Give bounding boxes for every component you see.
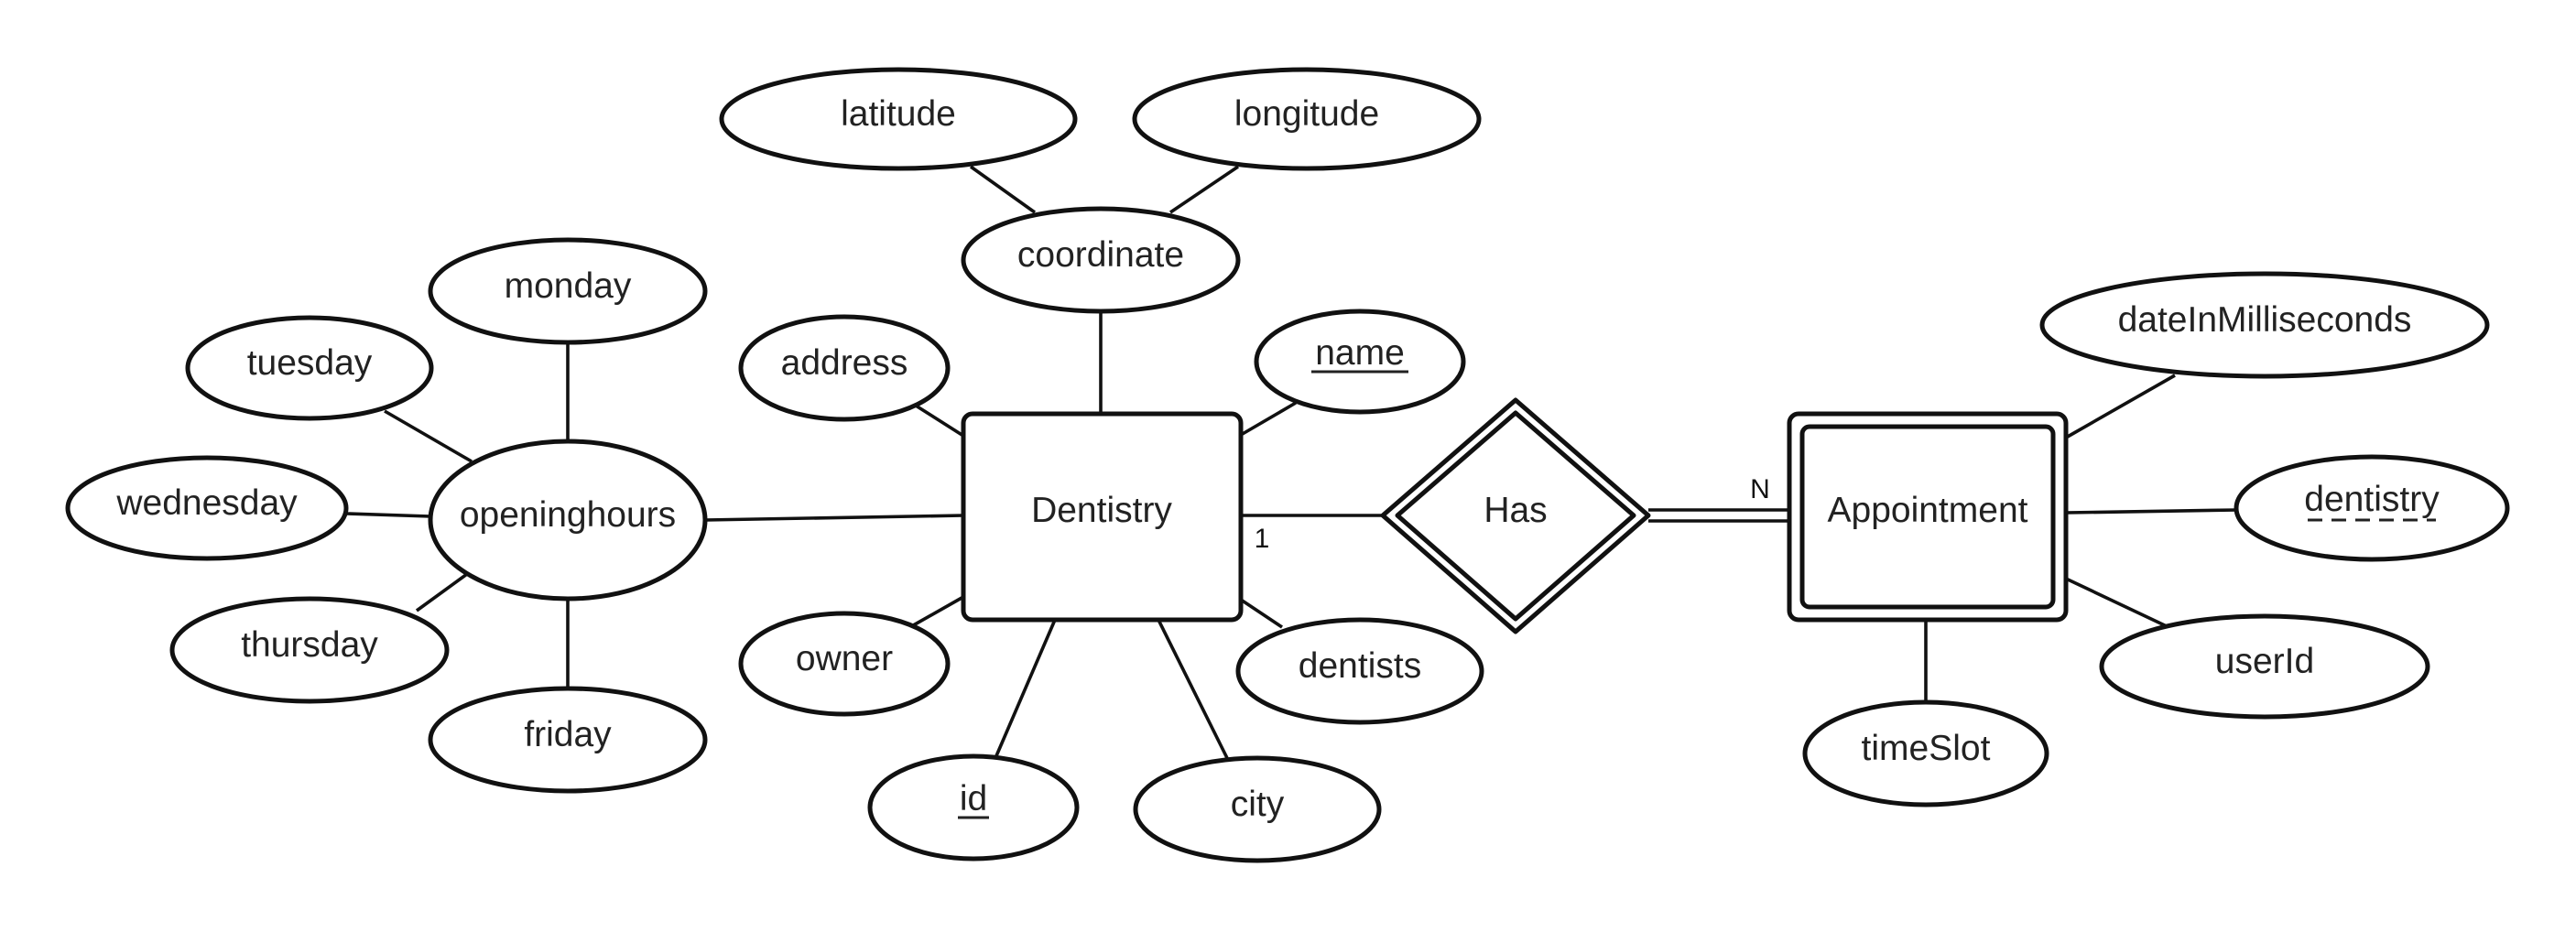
attribute-dateinmilliseconds: dateInMilliseconds — [2039, 271, 2490, 379]
attribute-coordinate: coordinate — [961, 206, 1241, 314]
entity-dentistry: Dentistry — [961, 411, 1244, 623]
relationship-has-label: Has — [1484, 491, 1547, 530]
attribute-dentists-label: dentists — [1299, 646, 1421, 686]
cardinality-one: 1 — [1255, 524, 1270, 554]
attribute-latitude-label: latitude — [841, 94, 956, 134]
connector-dentists-dentistry — [1240, 598, 1283, 629]
attribute-thursday-label: thursday — [241, 625, 378, 665]
attribute-monday: monday — [428, 237, 708, 345]
connector-openinghours-dentistry — [704, 514, 964, 522]
cardinality-n: N — [1750, 474, 1770, 504]
connector-city-dentistry — [1157, 619, 1229, 759]
connector-dentistry-attr-appointment — [2065, 508, 2238, 515]
entity-appointment: Appointment — [1787, 411, 2069, 623]
attribute-thursday: thursday — [169, 596, 450, 704]
attribute-id-key: id — [867, 753, 1080, 862]
attribute-id-label: id — [960, 779, 987, 818]
relationship-has: Has — [1380, 397, 1651, 634]
attribute-monday-label: monday — [505, 266, 632, 306]
connector-owner-dentistry — [908, 595, 964, 630]
attribute-city-label: city — [1231, 785, 1285, 824]
attribute-address-label: address — [781, 343, 908, 383]
attribute-owner-label: owner — [796, 639, 893, 678]
attribute-coordinate-label: coordinate — [1017, 235, 1184, 275]
attribute-dentistry-label: dentistry — [2304, 480, 2440, 519]
entity-appointment-label: Appointment — [1828, 491, 2028, 530]
attribute-name-key: name — [1254, 309, 1466, 415]
attribute-longitude: longitude — [1132, 67, 1482, 171]
attribute-name-label: name — [1315, 333, 1405, 373]
attribute-timeslot: timeSlot — [1802, 699, 2049, 807]
attribute-openinghours-label: openinghours — [460, 495, 676, 535]
connector-name-dentistry — [1240, 401, 1297, 437]
connector-dateinmilliseconds-appointment — [2065, 374, 2176, 439]
attribute-address: address — [738, 314, 951, 422]
attribute-owner: owner — [738, 611, 951, 717]
connector-userid-appointment — [2065, 577, 2169, 629]
attribute-dentists: dentists — [1235, 617, 1484, 725]
connector-tuesday-openinghours — [384, 409, 473, 463]
connector-id-dentistry — [994, 619, 1057, 759]
attribute-openinghours: openinghours — [428, 439, 708, 601]
attribute-wednesday-label: wednesday — [115, 483, 298, 523]
attribute-friday: friday — [428, 686, 708, 794]
attribute-friday-label: friday — [524, 715, 612, 754]
connector-thursday-openinghours — [415, 572, 469, 612]
entity-dentistry-label: Dentistry — [1031, 491, 1172, 530]
attribute-tuesday: tuesday — [185, 315, 434, 421]
attribute-userid: userId — [2099, 613, 2430, 720]
connector-longitude-coordinate — [1168, 165, 1240, 214]
attribute-timeslot-label: timeSlot — [1862, 729, 1991, 768]
attribute-userid-label: userId — [2215, 642, 2314, 681]
connectors — [345, 165, 2238, 759]
connector-wednesday-openinghours — [345, 512, 431, 518]
attribute-tuesday-label: tuesday — [247, 343, 373, 383]
attribute-city: city — [1133, 755, 1382, 863]
attribute-wednesday: wednesday — [65, 455, 349, 561]
attribute-dateinmilliseconds-label: dateInMilliseconds — [2118, 300, 2412, 340]
connector-latitude-coordinate — [969, 165, 1037, 214]
attribute-longitude-label: longitude — [1234, 94, 1379, 134]
attribute-dentistry-partial-key: dentistry — [2234, 454, 2510, 562]
connector-address-dentistry — [915, 404, 964, 438]
attribute-latitude: latitude — [719, 67, 1078, 171]
